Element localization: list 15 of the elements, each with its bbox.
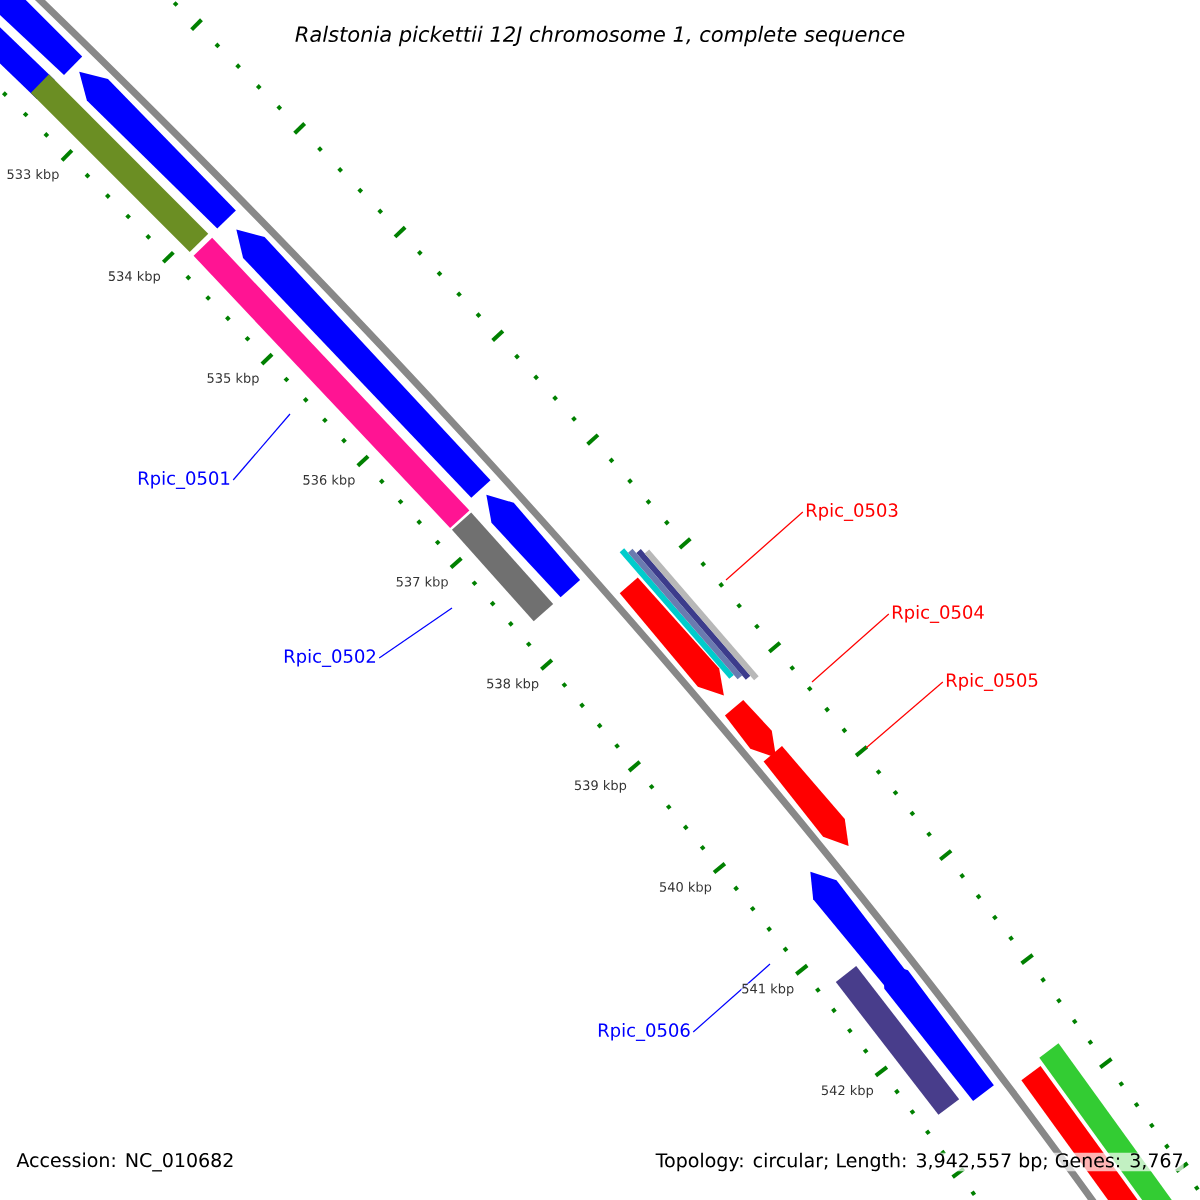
leader-line — [865, 681, 944, 749]
leader-line — [725, 511, 804, 581]
leader-line — [232, 413, 291, 481]
gene-label: Rpic_0506 — [598, 1023, 690, 1041]
gene-label: Rpic_0502 — [284, 649, 376, 667]
leader-line — [692, 963, 771, 1033]
leader-line — [811, 613, 890, 683]
title: Ralstonia pickettii 12J chromosome 1, complete sequence — [295, 25, 905, 47]
gene-label: Rpic_0501 — [138, 471, 230, 489]
gene-label: Rpic_0505 — [946, 673, 1038, 691]
info-text: Accession: NC_010682 — [16, 1152, 235, 1172]
leader-line — [378, 607, 453, 659]
info-text: Topology: circular; Length: 3,942,557 bp; Genes: 3,767 — [655, 1152, 1184, 1172]
gene-label: Rpic_0503 — [806, 503, 898, 521]
gene-label: Rpic_0504 — [892, 605, 984, 623]
